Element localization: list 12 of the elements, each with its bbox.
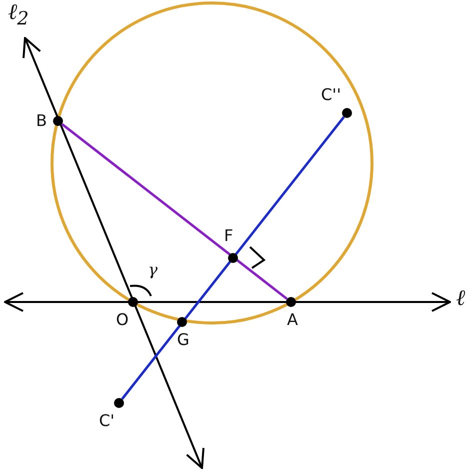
point-label: C'': [321, 87, 341, 103]
point-label: F: [224, 228, 234, 244]
line-segment: [121, 116, 345, 400]
point-label: B: [36, 113, 47, 129]
line-segment: [61, 123, 288, 300]
point-label: O: [116, 312, 129, 328]
math-label: γ: [148, 262, 158, 278]
point-label: G: [177, 332, 190, 348]
math-label: ℓ$_{2}$: [8, 2, 29, 29]
point-label: A: [287, 312, 298, 328]
math-label: ℓ: [456, 288, 466, 310]
point-label: C': [99, 413, 115, 429]
